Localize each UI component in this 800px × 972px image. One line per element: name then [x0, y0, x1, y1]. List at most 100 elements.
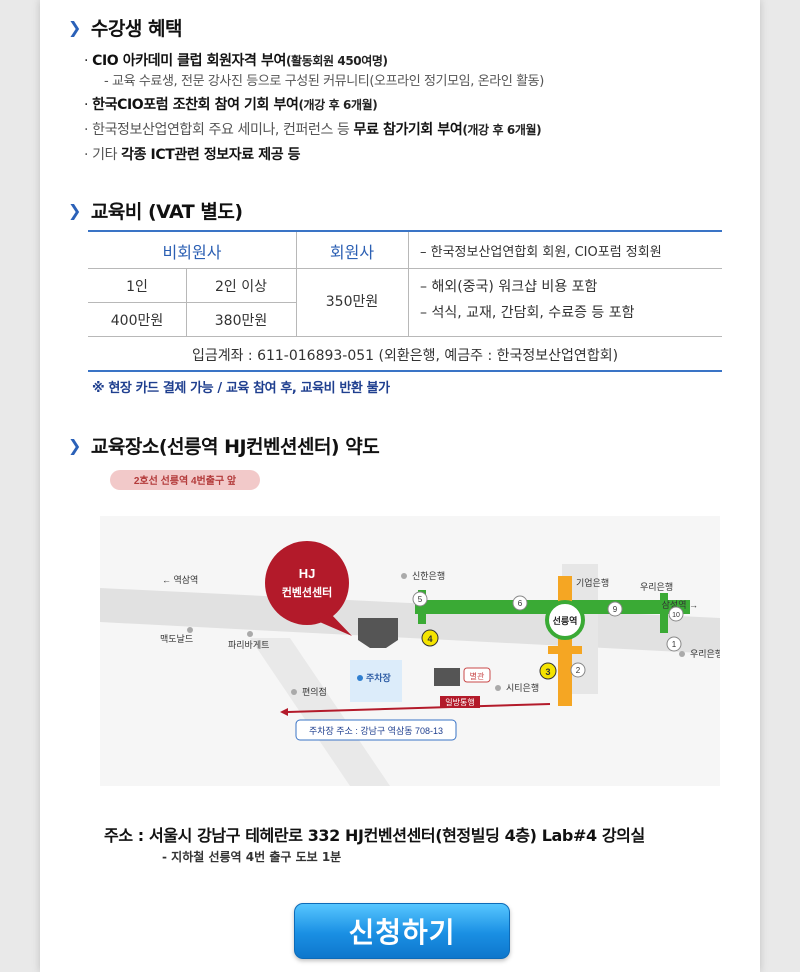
poi-dot-icon	[247, 631, 253, 637]
apply-button[interactable]: 신청하기	[294, 903, 510, 959]
shinhan-label: 신한은행	[412, 570, 445, 581]
fee-heading: ❯ 교육비 (VAT 별도)	[68, 197, 243, 224]
mcd-label: 맥도날드	[160, 634, 193, 644]
benefit-item-4-text: · 기타	[84, 147, 122, 163]
parking-dot-icon	[357, 675, 363, 681]
woori-top-label: 우리은행	[640, 581, 673, 592]
one-person-price: 400만원	[110, 313, 164, 329]
fee-includes-1: – 해외(중국) 워크샵 비용 포함	[420, 279, 598, 295]
benefit-bullet: ·	[84, 97, 93, 113]
exit-tag: 2호선 선릉역 4번출구 앞	[134, 474, 237, 487]
location-map: 2호선 선릉역 4번출구 앞 선릉역 HJ 컨벤션센터	[100, 468, 723, 788]
address-sub: - 지하철 선릉역 4번 출구 도보 1분	[162, 850, 342, 864]
non-member-header: 비회원사	[162, 243, 222, 262]
fee-table: 비회원사 회원사 – 한국정보산업연합회 회원, CIO포럼 정회원 1인 2인…	[88, 230, 722, 372]
exit-10-icon: 10	[668, 606, 684, 622]
hj-marker	[265, 541, 349, 625]
two-plus-label: 2인 이상	[215, 279, 267, 295]
location-heading: ❯ 교육장소(선릉역 HJ컨벤션센터) 약도	[68, 432, 380, 459]
benefit-bullet: ·	[84, 53, 93, 69]
benefit-item-3-note: (개강 후 6개월)	[462, 123, 542, 137]
chevron-right-icon: ❯	[68, 201, 81, 220]
line2-cap-right	[660, 593, 668, 633]
fee-heading-text: 교육비 (VAT 별도)	[90, 201, 243, 223]
hj-label-2: 컨벤션센터	[282, 585, 333, 599]
annex-label: 별관	[470, 671, 485, 681]
benefit-item-2-note: (개강 후 6개월)	[298, 98, 378, 112]
map-bg	[100, 516, 720, 786]
svg-text:9: 9	[613, 605, 618, 614]
exit-4-icon: 4	[421, 629, 439, 647]
col-divider	[186, 268, 187, 336]
paris-label: 파리바게트	[228, 640, 269, 650]
address: 주소 : 서울시 강남구 테헤란로 332 HJ컨벤션센터(현정빌딩 4층) L…	[104, 826, 645, 845]
annex-building	[434, 668, 460, 686]
poi-dot-icon	[291, 689, 297, 695]
table-bottom-border	[88, 370, 722, 372]
table-top-border	[88, 230, 722, 232]
orange-line-track	[558, 576, 572, 706]
annex-tag	[463, 667, 491, 683]
poi-dot-icon	[495, 685, 501, 691]
row-divider	[88, 302, 296, 303]
parking-label: 주차장	[366, 672, 392, 683]
benefit-item-4-bold: 각종 ICT관련 정보자료 제공 등	[121, 147, 301, 163]
exit-6-icon: 6	[512, 595, 528, 611]
exit-9-icon: 9	[607, 601, 623, 617]
parking-addr-box	[295, 719, 457, 741]
svg-text:2: 2	[576, 666, 581, 675]
benefit-item-1: · CIO 아카데미 클럽 회원자격 부여(활동회원 450여명)	[84, 50, 388, 70]
chevron-right-icon: ❯	[68, 436, 81, 455]
benefit-item-4: · 기타 각종 ICT관련 정보자료 제공 등	[84, 144, 301, 164]
member-header: 회원사	[329, 243, 375, 262]
hj-building	[358, 618, 398, 648]
line2-cap-left	[418, 590, 426, 624]
oneway-arrowhead	[280, 708, 288, 716]
member-price: 350만원	[325, 294, 379, 310]
location-heading-text: 교육장소(선릉역 HJ컨벤션센터) 약도	[90, 436, 380, 458]
poi-dot-icon	[401, 573, 407, 579]
store-label: 편의점	[302, 686, 327, 697]
exit-5-icon: 5	[412, 591, 428, 607]
benefit-item-3: · 한국정보산업연합회 주요 세미나, 컨퍼런스 등 무료 참가기회 부여(개강…	[84, 119, 542, 139]
ibk-label: 기업은행	[576, 577, 609, 588]
bank-account: 입금계좌 : 611-016893-051 (외환은행, 예금주 : 한국정보산…	[191, 348, 619, 364]
benefits-heading-text: 수강생 혜택	[90, 18, 183, 40]
benefit-item-1-sub: - 교육 수료생, 전문 강사진 등으로 구성된 커뮤니티(오프라인 정기모임,…	[104, 74, 544, 89]
exit-tag-bg	[110, 470, 260, 490]
benefit-item-1-note: (활동회원 450여명)	[285, 54, 388, 68]
woori-bottom-label: 우리은행	[690, 648, 720, 659]
svg-text:6: 6	[518, 599, 523, 608]
benefit-item-1-bold: CIO 아카데미 클럽 회원자격 부여	[92, 53, 286, 69]
benefit-item-3-bold: 무료 참가기회 부여	[353, 122, 463, 138]
refund-note: ※ 현장 카드 결제 가능 / 교육 참여 후, 교육비 반환 불가	[92, 381, 390, 396]
svg-text:4: 4	[427, 634, 432, 644]
map-svg: 2호선 선릉역 4번출구 앞 선릉역 HJ 컨벤션센터	[100, 470, 723, 786]
row-divider	[88, 268, 722, 269]
hj-label-1: HJ	[299, 566, 316, 581]
station-icon	[545, 600, 585, 640]
member-desc: – 한국정보산업연합회 회원, CIO포럼 정회원	[420, 245, 662, 260]
col-divider	[296, 232, 297, 336]
svg-text:3: 3	[545, 667, 550, 677]
poi-dot-icon	[187, 627, 193, 633]
orange-line-cap	[548, 646, 582, 654]
poi-dot-icon	[679, 651, 685, 657]
parking-area	[350, 660, 402, 702]
oneway-arrow	[287, 703, 551, 713]
oneway-tag	[440, 696, 480, 708]
oneway-label: 일방통행	[445, 697, 474, 707]
benefit-item-3-text: · 한국정보산업연합회 주요 세미나, 컨퍼런스 등	[84, 122, 354, 138]
row-divider	[88, 336, 722, 337]
col-divider	[408, 232, 409, 336]
chevron-right-icon: ❯	[68, 18, 81, 37]
benefit-item-2: · 한국CIO포럼 조찬회 참여 기회 부여(개강 후 6개월)	[84, 94, 378, 114]
parking-address: 주차장 주소 : 강남구 역삼동 708-13	[309, 725, 443, 736]
benefit-item-2-bold: 한국CIO포럼 조찬회 참여 기회 부여	[92, 97, 299, 113]
svg-text:10: 10	[672, 612, 680, 619]
citi-label: 시티은행	[506, 682, 539, 693]
exit-3-icon: 3	[539, 662, 557, 680]
fee-includes-2: – 석식, 교재, 간담회, 수료증 등 포함	[420, 305, 635, 321]
yeoksam-label: ← 역삼역	[162, 575, 198, 585]
exit-1-icon: 1	[666, 636, 682, 652]
